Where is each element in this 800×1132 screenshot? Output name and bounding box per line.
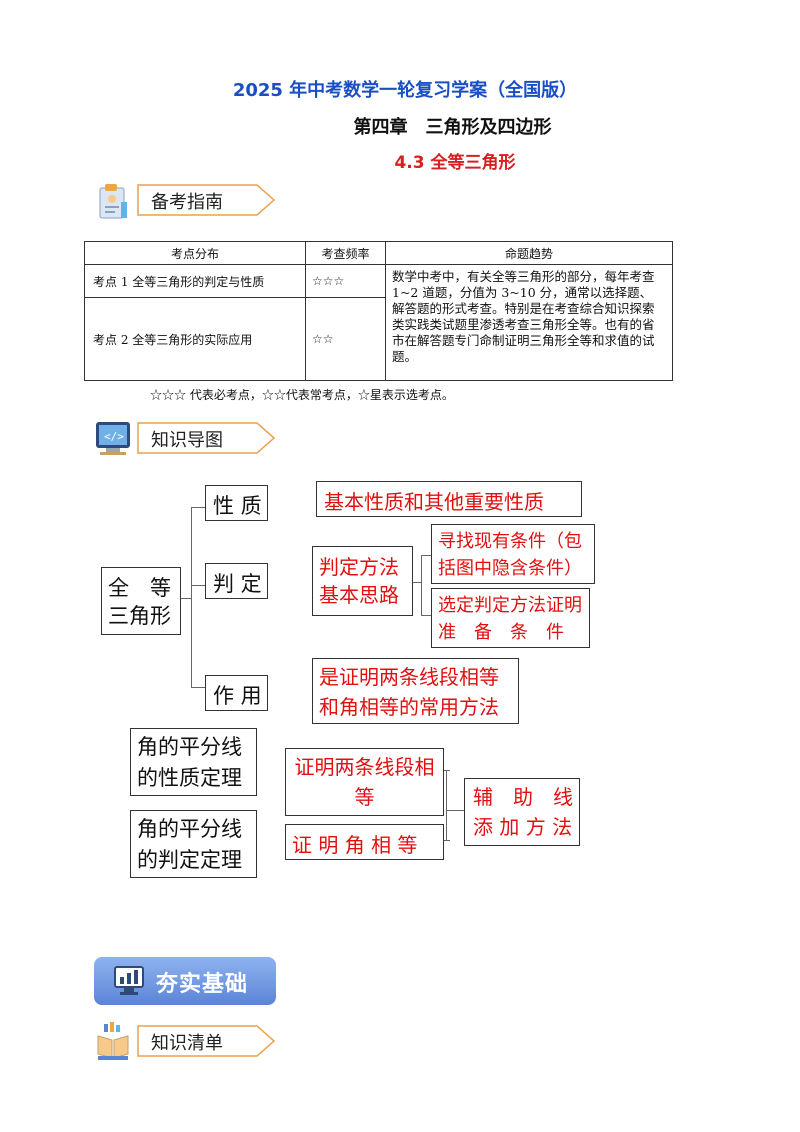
node-line: 是证明两条线段相等	[319, 665, 499, 689]
node-line: 选定判定方法证明	[438, 595, 582, 616]
connector-line	[421, 555, 422, 615]
table-row: 考点 2 全等三角形的实际应用 ☆☆	[84, 297, 673, 381]
bisector-property-theorem: 角的平分线 的性质定理	[130, 728, 257, 796]
bisector-judge-theorem: 角的平分线 的判定定理	[130, 810, 257, 878]
connector-line	[421, 615, 431, 616]
star-legend-note: ☆☆☆ 代表必考点，☆☆代表常考点，☆星表示选考点。	[150, 388, 454, 402]
node-line: 添 加 方 法	[473, 815, 573, 839]
connector-line	[191, 687, 205, 688]
foundation-banner-text: 夯实基础	[156, 972, 249, 997]
judge-select-method-node: 选定判定方法证明 准 备 条 件	[431, 588, 590, 648]
property-description: 基本性质和其他重要性质	[316, 481, 582, 517]
table-row: 考点 1 全等三角形的判定与性质 ☆☆☆ 数学中考中，有关全等三角形的部分，每年…	[84, 264, 673, 381]
judge-method-node: 判定方法 基本思路	[312, 546, 413, 616]
section-checklist-label: 知识清单	[137, 1025, 277, 1057]
use-description-node: 是证明两条线段相等 和角相等的常用方法	[312, 658, 519, 724]
table-header-point: 考点分布	[84, 241, 306, 265]
node-line: 寻找现有条件（包	[438, 531, 582, 552]
section-mindmap-label: 知识导图	[137, 422, 277, 454]
table-header-freq: 考查频率	[305, 241, 386, 265]
connector-line	[191, 507, 192, 687]
section-checklist-text: 知识清单	[151, 1033, 223, 1054]
connector-line	[446, 770, 447, 840]
connector-line	[421, 555, 431, 556]
prove-segments-equal-node: 证明两条线段相 等	[285, 748, 444, 816]
node-line: 准 备 条 件	[438, 622, 564, 643]
connector-line	[191, 507, 205, 508]
node-line: 判定方法	[319, 555, 399, 579]
monitor-chart-icon	[112, 965, 146, 1001]
table-cell-trend: 数学中考中，有关全等三角形的部分，每年考查 1~2 道题，分值为 3~10 分，…	[385, 264, 673, 381]
prove-angles-equal-node: 证 明 角 相 等	[285, 824, 444, 860]
table-cell-point: 考点 1 全等三角形的判定与性质	[84, 264, 306, 298]
connector-line	[413, 582, 421, 583]
table-header-trend: 命题趋势	[385, 241, 673, 265]
node-line: 的判定定理	[137, 848, 242, 872]
branch-use: 作 用	[205, 675, 268, 711]
node-line: 的性质定理	[137, 766, 242, 790]
node-line: 角的平分线	[137, 817, 242, 841]
node-line: 角的平分线	[137, 735, 242, 759]
document-title: 2025 年中考数学一轮复习学案（全国版）	[232, 80, 578, 101]
node-line: 辅 助 线	[473, 785, 573, 809]
chapter-title: 第四章 三角形及四边形	[353, 117, 552, 138]
section-mindmap-text: 知识导图	[151, 430, 223, 451]
auxiliary-line-node: 辅 助 线 添 加 方 法	[464, 778, 580, 846]
open-book-icon	[96, 1022, 130, 1062]
root-node-line: 三角形	[108, 604, 171, 628]
svg-text:</>: </>	[104, 430, 124, 443]
exam-guide-table: 考点分布 考查频率 命题趋势 考点 1 全等三角形的判定与性质 ☆☆☆ 数学中考…	[84, 241, 673, 381]
connector-line	[181, 598, 191, 599]
judge-find-conditions-node: 寻找现有条件（包 括图中隐含条件）	[431, 524, 595, 584]
connector-line	[444, 770, 450, 771]
node-line: 括图中隐含条件）	[438, 558, 582, 579]
code-screen-icon: </>	[94, 418, 134, 458]
section-guide-label: 备考指南	[137, 184, 277, 216]
table-cell-freq: ☆☆	[305, 297, 386, 381]
table-cell-freq: ☆☆☆	[305, 264, 386, 298]
guide-icon	[97, 182, 131, 222]
root-node-line: 全 等	[108, 576, 171, 600]
connector-line	[444, 840, 450, 841]
root-node-congruent-triangles: 全 等 三角形	[101, 567, 181, 635]
branch-property: 性 质	[205, 485, 268, 521]
connector-line	[446, 810, 464, 811]
node-line: 证明两条线段相	[294, 755, 435, 779]
node-line: 和角相等的常用方法	[319, 695, 499, 719]
table-cell-point: 考点 2 全等三角形的实际应用	[84, 297, 306, 381]
section-title: 4.3 全等三角形	[394, 153, 516, 173]
connector-line	[191, 585, 205, 586]
branch-judge: 判 定	[205, 563, 268, 599]
node-line: 基本思路	[319, 583, 399, 607]
foundation-banner: 夯实基础	[94, 957, 276, 1005]
node-line: 等	[354, 785, 375, 809]
section-guide-text: 备考指南	[151, 192, 223, 213]
